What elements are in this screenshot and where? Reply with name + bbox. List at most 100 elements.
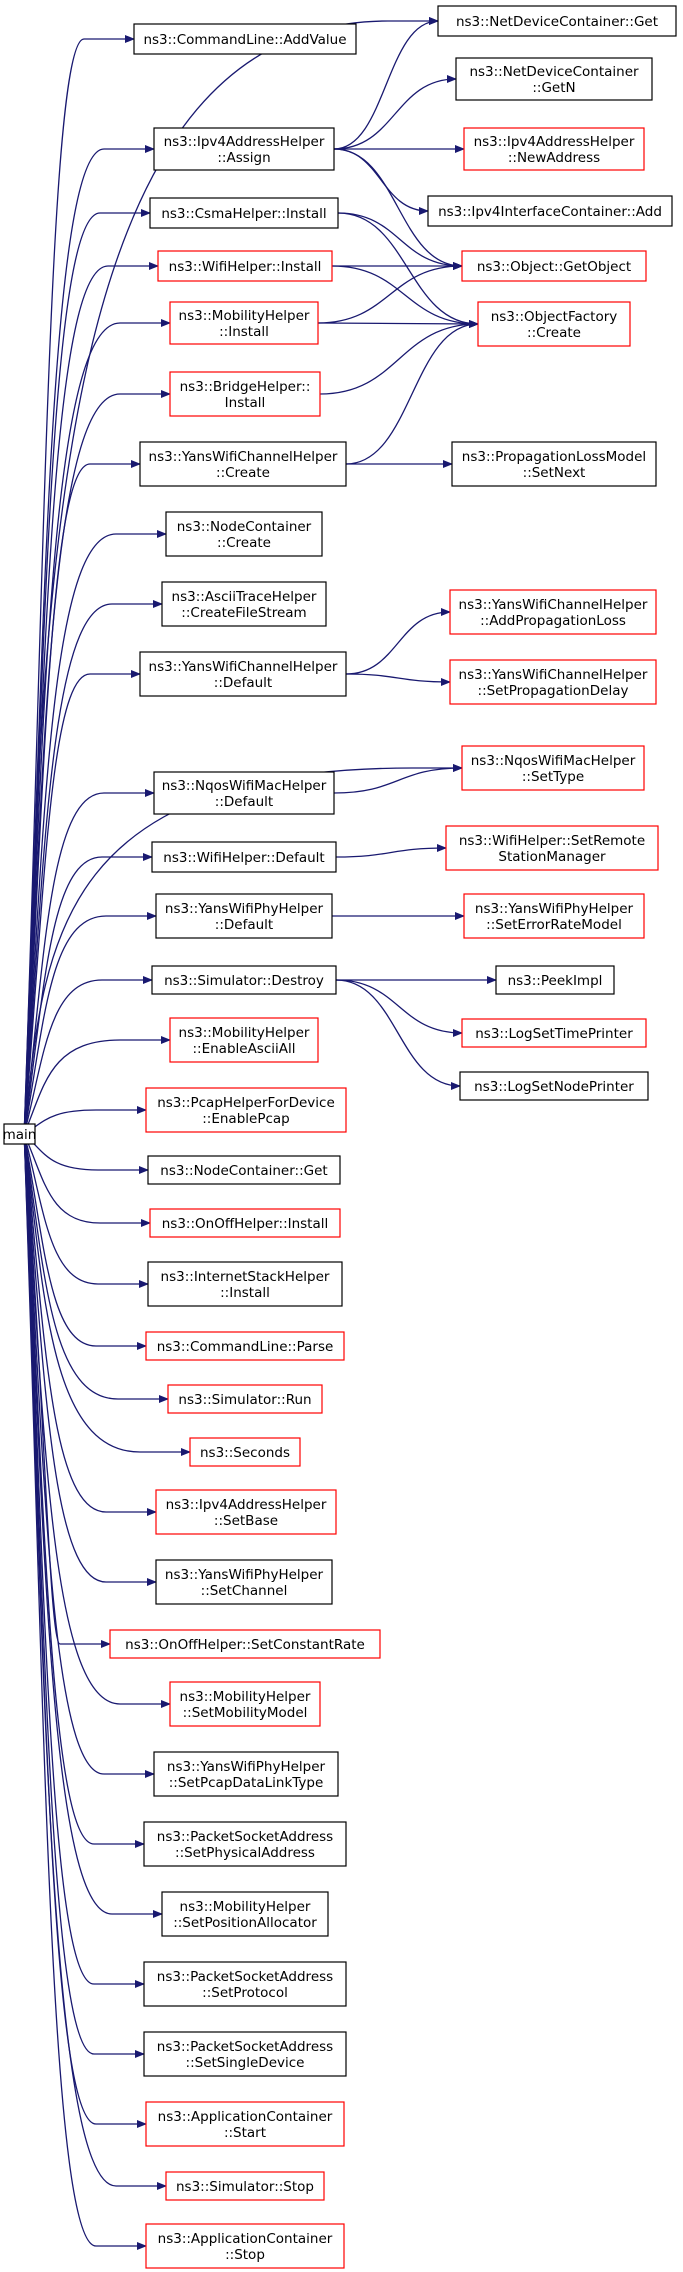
node-box	[143, 2031, 347, 2077]
node-label: ::Default	[215, 917, 273, 933]
node-label: StationManager	[498, 849, 606, 865]
node-label: ::Default	[215, 794, 273, 810]
node-label: ns3::NetDeviceContainer	[469, 64, 639, 80]
node-label: ns3::PeekImpl	[508, 973, 603, 989]
node-label: ns3::WifiHelper::Install	[169, 259, 322, 275]
node-ywc-create[interactable]: ns3::YansWifiChannelHelper::Create	[139, 441, 347, 487]
node-label: ::GetN	[532, 80, 575, 96]
edge-main-to-ywc-create	[23, 460, 141, 1135]
node-psa-setphys[interactable]: ns3::PacketSocketAddress::SetPhysicalAdd…	[143, 1821, 347, 1867]
edge-ywc-create-to-objfactory-create	[345, 320, 479, 465]
node-box	[165, 2171, 325, 2201]
edge-bridge-install-to-objfactory-create	[319, 320, 479, 395]
node-ndc-getn[interactable]: ns3::NetDeviceContainer::GetN	[455, 57, 653, 101]
node-box	[477, 301, 631, 347]
node-label: main	[3, 1127, 37, 1143]
node-ywp-seterror[interactable]: ns3::YansWifiPhyHelper::SetErrorRateMode…	[463, 893, 645, 939]
node-psa-setsingle[interactable]: ns3::PacketSocketAddress::SetSingleDevic…	[143, 2031, 347, 2077]
node-label: ns3::MobilityHelper	[180, 1899, 311, 1915]
node-ywc-default[interactable]: ns3::YansWifiChannelHelper::Default	[139, 651, 347, 697]
node-cl-parse[interactable]: ns3::CommandLine::Parse	[145, 1331, 345, 1361]
node-nc-get[interactable]: ns3::NodeContainer::Get	[147, 1155, 341, 1185]
node-label: ::SetMobilityModel	[183, 1705, 308, 1721]
node-label: ns3::MobilityHelper	[180, 1689, 311, 1705]
node-label: ns3::YansWifiPhyHelper	[167, 1759, 326, 1775]
node-onoff-install[interactable]: ns3::OnOffHelper::Install	[149, 1208, 341, 1238]
node-app-start[interactable]: ns3::ApplicationContainer::Start	[145, 2101, 345, 2147]
node-ipv4ic-add[interactable]: ns3::Ipv4InterfaceContainer::Add	[427, 195, 673, 227]
node-box	[149, 1208, 341, 1238]
node-nqos-default[interactable]: ns3::NqosWifiMacHelper::Default	[153, 771, 335, 815]
node-plm-setnext[interactable]: ns3::PropagationLossModel::SetNext	[451, 441, 657, 487]
node-box	[139, 441, 347, 487]
node-ascii-create[interactable]: ns3::AsciiTraceHelper::CreateFileStream	[161, 581, 327, 627]
node-box	[147, 1261, 343, 1307]
node-ipv4-assign[interactable]: ns3::Ipv4AddressHelper::Assign	[153, 127, 335, 171]
edge-main-to-wifi-default	[23, 853, 153, 1135]
node-box	[155, 1559, 333, 1605]
node-box	[3, 1123, 36, 1145]
node-box	[153, 771, 335, 815]
node-app-stop[interactable]: ns3::ApplicationContainer::Stop	[145, 2223, 345, 2269]
node-csma-install[interactable]: ns3::CsmaHelper::Install	[149, 197, 339, 229]
node-label: ns3::PcapHelperForDevice	[157, 1095, 335, 1111]
node-inet-install[interactable]: ns3::InternetStackHelper::Install	[147, 1261, 343, 1307]
node-sim-stop[interactable]: ns3::Simulator::Stop	[165, 2171, 325, 2201]
node-obj-getobject[interactable]: ns3::Object::GetObject	[461, 250, 647, 282]
node-label: ns3::AsciiTraceHelper	[172, 589, 317, 605]
node-box	[143, 1821, 347, 1867]
node-peekimpl[interactable]: ns3::PeekImpl	[495, 965, 615, 995]
node-lognode[interactable]: ns3::LogSetNodePrinter	[459, 1071, 649, 1101]
node-label: ::Install	[220, 1285, 270, 1301]
node-ywp-setchannel[interactable]: ns3::YansWifiPhyHelper::SetChannel	[155, 1559, 333, 1605]
node-box	[455, 57, 653, 101]
node-bridge-install[interactable]: ns3::BridgeHelper::Install	[169, 371, 321, 417]
node-mob-ascii[interactable]: ns3::MobilityHelper::EnableAsciiAll	[169, 1017, 319, 1063]
node-objfactory-create[interactable]: ns3::ObjectFactory::Create	[477, 301, 631, 347]
node-seconds[interactable]: ns3::Seconds	[189, 1437, 301, 1467]
node-wifi-install[interactable]: ns3::WifiHelper::Install	[157, 250, 333, 282]
node-label: ::SetBase	[214, 1513, 278, 1529]
node-label: ns3::NodeContainer	[177, 519, 312, 535]
node-sim-run[interactable]: ns3::Simulator::Run	[167, 1384, 323, 1414]
node-label: ns3::PacketSocketAddress	[157, 1969, 333, 1985]
node-nqos-settype[interactable]: ns3::NqosWifiMacHelper::SetType	[461, 745, 645, 791]
node-pcap-enable[interactable]: ns3::PcapHelperForDevice::EnablePcap	[145, 1087, 347, 1133]
node-box	[143, 1961, 347, 2007]
node-box	[189, 1437, 301, 1467]
node-label: ns3::WifiHelper::SetRemote	[459, 833, 645, 849]
node-box	[463, 127, 645, 171]
node-label: ns3::NetDeviceContainer::Get	[456, 14, 658, 30]
edge-main-to-ywp-default	[23, 912, 157, 1135]
node-ywp-setpcap[interactable]: ns3::YansWifiPhyHelper::SetPcapDataLinkT…	[153, 1751, 339, 1797]
node-label: ns3::InternetStackHelper	[161, 1269, 330, 1285]
node-psa-setproto[interactable]: ns3::PacketSocketAddress::SetProtocol	[143, 1961, 347, 2007]
node-label: ns3::NodeContainer::Get	[160, 1163, 327, 1179]
node-sim-destroy[interactable]: ns3::Simulator::Destroy	[151, 965, 337, 995]
node-main[interactable]: main	[3, 1123, 37, 1145]
node-label: ns3::CsmaHelper::Install	[161, 206, 326, 222]
node-mob-setmodel[interactable]: ns3::MobilityHelper::SetMobilityModel	[169, 1681, 321, 1727]
edge-main-to-ipv4-setbase	[23, 1133, 157, 1516]
node-onoff-setrate[interactable]: ns3::OnOffHelper::SetConstantRate	[109, 1629, 381, 1659]
node-label: ns3::LogSetTimePrinter	[475, 1026, 633, 1042]
node-ywp-default[interactable]: ns3::YansWifiPhyHelper::Default	[155, 893, 333, 939]
node-label: ns3::OnOffHelper::Install	[162, 1216, 329, 1232]
node-box	[155, 1489, 337, 1535]
node-ipv4-setbase[interactable]: ns3::Ipv4AddressHelper::SetBase	[155, 1489, 337, 1535]
edge-main-to-ywp-setchannel	[23, 1133, 157, 1586]
node-ndc-get[interactable]: ns3::NetDeviceContainer::Get	[437, 5, 677, 37]
node-ywc-addloss[interactable]: ns3::YansWifiChannelHelper::AddPropagati…	[449, 589, 657, 635]
node-wifi-default[interactable]: ns3::WifiHelper::Default	[151, 841, 337, 873]
node-label: ::SetSingleDevice	[186, 2055, 305, 2071]
node-cl-addvalue[interactable]: ns3::CommandLine::AddValue	[133, 23, 357, 55]
node-ipv4-newaddr[interactable]: ns3::Ipv4AddressHelper::NewAddress	[463, 127, 645, 171]
edge-main-to-bridge-install	[23, 390, 171, 1135]
node-label: ns3::ApplicationContainer	[158, 2109, 333, 2125]
node-nc-create[interactable]: ns3::NodeContainer::Create	[165, 511, 323, 557]
node-mob-install[interactable]: ns3::MobilityHelper::Install	[169, 301, 319, 345]
node-mob-setpos[interactable]: ns3::MobilityHelper::SetPositionAllocato…	[161, 1891, 329, 1937]
node-logtime[interactable]: ns3::LogSetTimePrinter	[461, 1018, 647, 1048]
node-ywc-setdelay[interactable]: ns3::YansWifiChannelHelper::SetPropagati…	[449, 659, 657, 705]
